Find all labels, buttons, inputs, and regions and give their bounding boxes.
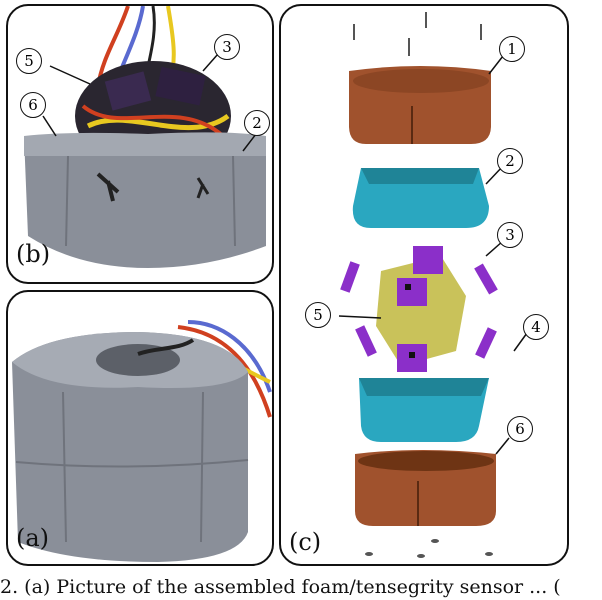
panel-b-label: (b) — [16, 240, 51, 268]
exploded-cad-drawing — [338, 12, 528, 558]
callout-4: 4 — [523, 314, 549, 340]
callout-6: 6 — [507, 416, 533, 442]
callout-5: 5 — [305, 302, 331, 328]
callout-5: 5 — [16, 48, 42, 74]
figure-caption: 2. (a) Picture of the assembled foam/ten… — [0, 576, 561, 598]
panel-c-exploded-view: 1 2 3 5 4 6 (c) — [279, 4, 569, 566]
panel-a-photo: (a) — [6, 290, 274, 566]
panel-a-label: (a) — [16, 524, 50, 552]
callout-3: 3 — [497, 222, 523, 248]
open-sensor-photo — [24, 6, 266, 268]
panel-b-photo: 5 3 6 2 (b) — [6, 4, 274, 284]
callout-6: 6 — [20, 92, 46, 118]
callout-3: 3 — [214, 34, 240, 60]
assembled-sensor-photo — [12, 320, 272, 562]
panel-c-label: (c) — [289, 528, 322, 556]
callout-2: 2 — [497, 148, 523, 174]
callout-1: 1 — [499, 36, 525, 62]
callout-2: 2 — [244, 110, 270, 136]
